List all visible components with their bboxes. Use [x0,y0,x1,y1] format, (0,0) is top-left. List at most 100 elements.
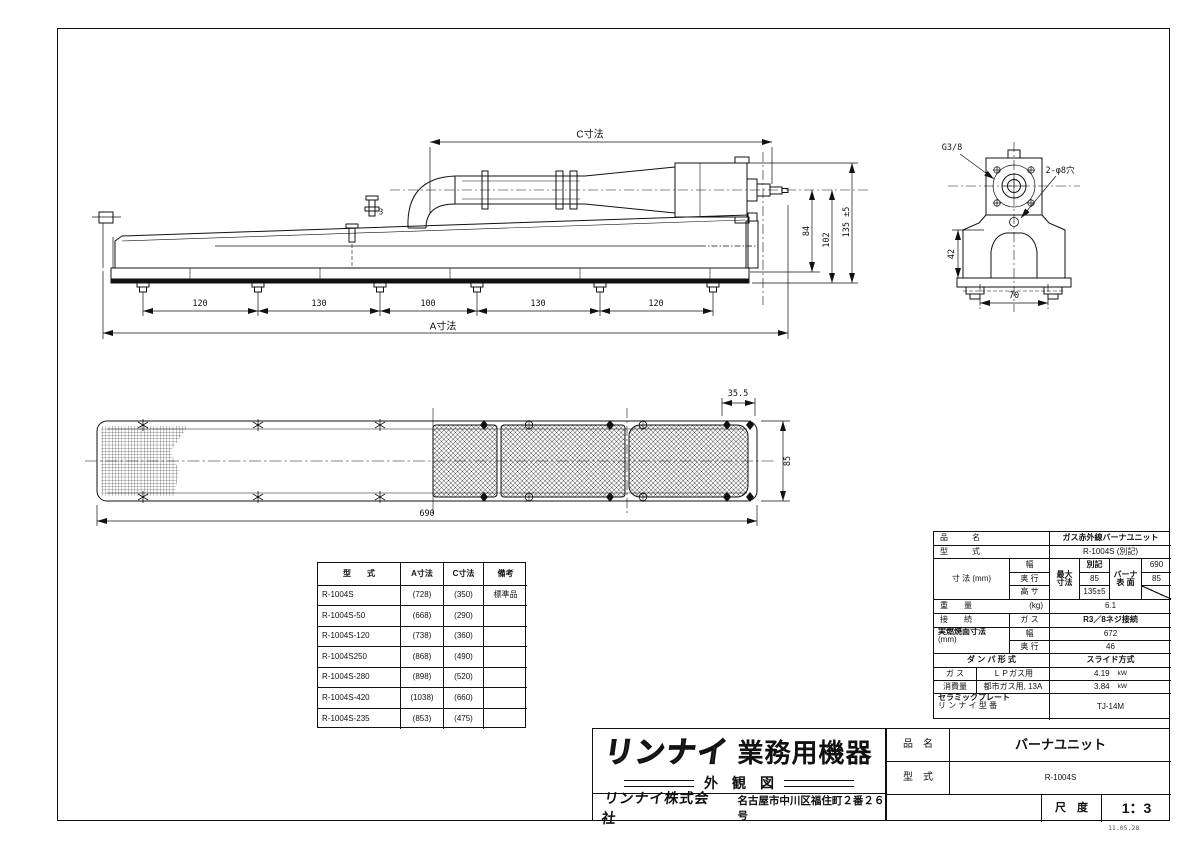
spec-weight-unit: (kg) [1029,601,1043,611]
spec-city-unit: kW [1117,682,1127,690]
spec-max-depth: 85 [1079,572,1109,585]
spec-burner-label: バーナ 表 面 [1109,558,1141,599]
dim-130-right: 130 [530,299,546,309]
variant-row-c: (660) [443,687,483,708]
variant-row-model: R-1004S-420 [318,687,400,708]
spec-lp-value: 4.19 kW [1049,667,1171,680]
plan-view-dimensions [96,398,790,526]
spec-name-value: ガス赤外線バーナユニット [1049,532,1171,545]
variant-row-a: (738) [400,626,443,646]
rinnai-logo: リンナイ [602,736,732,769]
logo-area: リンナイ 業務用機器 外 観 図 [593,729,885,794]
holes-2phi8-label: 2-φ8穴 [1045,166,1075,176]
variant-row-model: R-1004S-50 [318,605,400,626]
spec-max-height: 135±5 [1079,585,1109,599]
spec-table: 品 名 ガス赤外線バーナユニット 型 式 R-1004S (別記) 寸 法 (m… [933,531,1171,720]
spec-name-label: 品 名 [934,532,1049,545]
title-block-logo: リンナイ 業務用機器 外 観 図 リンナイ株式会社 名古屋市中川区福住町２番２６… [592,728,886,826]
spec-burner-label-2: 表 面 [1116,578,1135,587]
spec-conn-label: 接 続 [934,613,1009,627]
dim-690: 690 [419,509,435,519]
variant-row-note [483,667,527,687]
date-stamp: 11.05.28 [1108,824,1140,832]
company-address: 名古屋市中川区福住町２番２６号 [737,795,885,822]
logo-suffix: 業務用機器 [737,738,873,768]
spec-depth-label: 奥 行 [1009,572,1049,585]
variant-row-c: (520) [443,667,483,687]
title-scale-value: 1：3 [1101,794,1171,822]
variant-header-note: 備考 [483,563,527,585]
spec-burner-height-na [1141,585,1171,599]
variant-row-note [483,687,527,708]
spec-burner-width: 690 [1141,558,1171,572]
spec-width-label: 幅 [1009,558,1049,572]
variant-row-model: R-1004S-280 [318,667,400,687]
spec-conn-value: R3／8ネジ接続 [1049,613,1171,627]
spec-damper-label: ダ ン パ 形 式 [934,653,1049,667]
variant-header-c: C寸法 [443,563,483,585]
spec-burner-depth: 85 [1141,572,1171,585]
spec-ceramic-label-2: リ ン ナ イ 型 番 [938,701,998,711]
spec-lp-value-num: 4.19 [1094,668,1110,678]
variant-row-model: R-1004S [318,585,400,605]
side-view-dimensions [102,139,858,339]
variant-row-c: (360) [443,626,483,646]
title-name-label: 品 名 [903,738,933,750]
decor-line-right [784,779,854,787]
decor-line-left [624,779,694,787]
title-scale-label: 尺 度 [1041,794,1101,822]
plan-view-body [85,408,774,514]
spec-weight-label: 重 量 (kg) [934,599,1049,613]
variant-row-c: (475) [443,708,483,729]
variant-row-note [483,646,527,667]
dim-c-label: C寸法 [576,129,604,141]
spec-conn-sub: ガ ス [1009,613,1049,627]
title-model-label: 型 式 [887,761,949,794]
variant-row-a: (853) [400,708,443,729]
variant-header-a: A寸法 [400,563,443,585]
spec-surface-width-label: 幅 [1009,627,1049,640]
dim-120-left: 120 [192,299,208,309]
dim-84: 84 [802,225,812,237]
variant-row-a: (898) [400,667,443,687]
variant-row-note [483,626,527,646]
dim-102: 102 [822,232,832,248]
title-block-info: 品 名 バーナユニット 型 式 R-1004S 尺 度 1：3 [886,728,1171,822]
variant-row-c: (290) [443,605,483,626]
company-name: リンナイ株式会社 [600,790,711,826]
variant-row-model: R-1004S-120 [318,626,400,646]
dim-70: 70 [1008,291,1020,301]
side-view-body [92,195,759,293]
dim-135: 135 ±5 [842,206,852,238]
spec-damper-value: スライド方式 [1049,653,1171,667]
spec-model-label-text: 型 式 [940,546,980,556]
spec-max-label: 最大 寸法 [1049,558,1079,599]
spec-burner-label-1: バーナ [1113,569,1138,579]
company-area: リンナイ株式会社 名古屋市中川区福住町２番２６号 [593,790,885,826]
spec-surface-width: 672 [1049,627,1171,640]
spec-model-value: R-1004S (別記) [1049,545,1171,558]
spec-surface-label: 実燃焼面寸法 (mm) [934,627,1009,653]
variant-row-c: (490) [443,646,483,667]
spec-gas-label-2: 消費量 [934,680,976,693]
title-empty-cell [887,794,1041,822]
spec-max-label-2: 寸法 [1056,578,1073,587]
variant-row-note: 標準品 [483,585,527,605]
variant-row-note [483,605,527,626]
dim-100-center: 100 [420,299,436,309]
dim-130-left: 130 [311,299,327,309]
dim-85: 85 [783,455,793,467]
spec-name-label-text: 品 名 [940,533,980,543]
variant-header-model: 型 式 [343,568,375,578]
spec-surface-label-2: (mm) [938,635,957,645]
dim-3: 3 [378,207,384,217]
spec-ceramic-label-1: セラミックプレート [938,693,1010,702]
variant-row-a: (1038) [400,687,443,708]
variant-row-c: (350) [443,585,483,605]
spec-max-label-1: 最大 [1056,569,1073,579]
variant-row-note [483,708,527,729]
spec-surface-depth-label: 奥 行 [1009,640,1049,653]
side-view-venturi [390,152,868,305]
spec-city-value: 3.84 kW [1049,680,1171,693]
